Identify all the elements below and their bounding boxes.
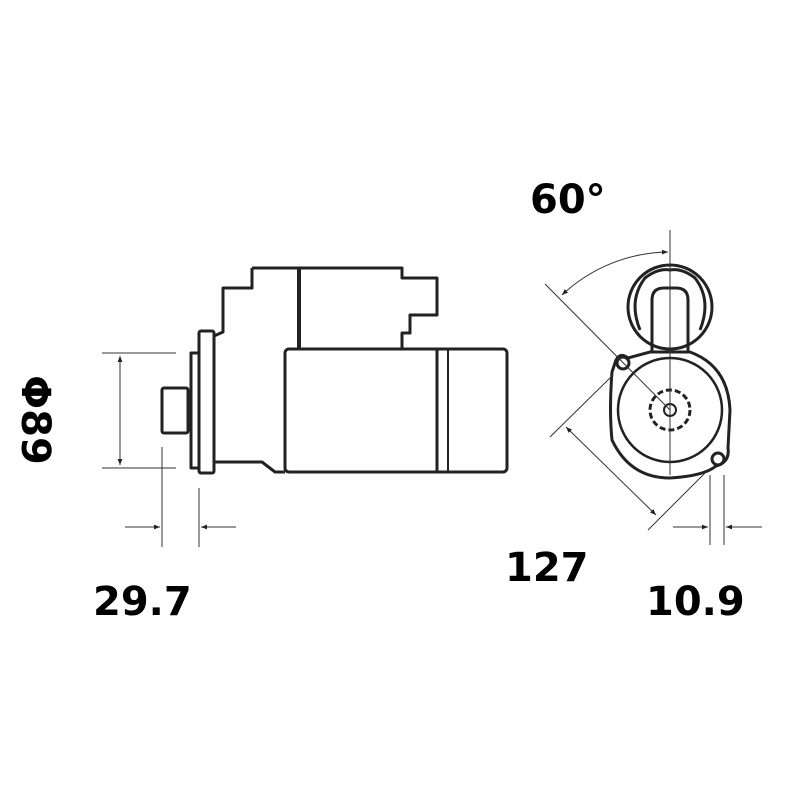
angle-label: 60° bbox=[530, 177, 606, 223]
bolt-spacing-label: 127 bbox=[505, 545, 589, 591]
end-dimensions bbox=[544, 230, 762, 545]
plate bbox=[189, 351, 201, 470]
side-dimensions bbox=[102, 352, 236, 547]
flange bbox=[197, 329, 216, 475]
drive-housing bbox=[213, 268, 254, 338]
flange-offset-label: 29.7 bbox=[93, 579, 192, 625]
solenoid bbox=[252, 266, 439, 349]
shaft bbox=[160, 386, 190, 435]
hole-offset-label: 10.9 bbox=[646, 579, 745, 625]
side-view bbox=[160, 266, 509, 475]
motor-body bbox=[283, 347, 509, 474]
diameter-label: Φ89 bbox=[11, 375, 58, 465]
